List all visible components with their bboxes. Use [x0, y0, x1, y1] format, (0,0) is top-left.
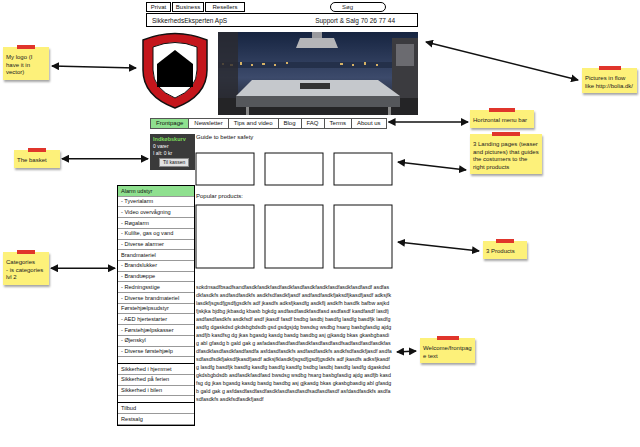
category-item: - Røgalarm [118, 218, 194, 229]
logo-shield [143, 34, 207, 109]
node-text: 0 varer [153, 143, 192, 150]
category-item: - Diverse brandmateriel [118, 293, 194, 304]
category-item: Sikkerhed på ferien [118, 375, 194, 386]
category-item: - AED hjertestarter [118, 314, 194, 325]
category-item: Sikkerhed i bilen [118, 386, 194, 397]
node-text: Pictures in flow like http://bolia.dk/ [585, 75, 634, 90]
nav-tab: Resellers [205, 2, 245, 12]
nav-tab: Privat [146, 2, 171, 12]
sticky-note: 3 Landing pages (teaser and pictures) th… [470, 134, 542, 174]
sticky-note: Welcome/frontpage text [420, 338, 475, 363]
category-item: Sikkerhed i hjemmet [118, 363, 194, 375]
basket-box: Indkøbskurv0 varerI alt: 0 kr Til kassen [150, 134, 195, 170]
sticky-note: Horizontal menu bar [470, 110, 534, 128]
section-heading: Guide to better safety [196, 133, 396, 141]
category-item: - Øjenskyl [118, 336, 194, 347]
sticky-note: Pictures in flow like http://bolia.dk/ [582, 68, 637, 93]
connector-arrow [51, 268, 115, 269]
node-text: Categories [6, 259, 46, 267]
menu-item: Tips and video [229, 119, 279, 128]
category-item: - Video overvågning [118, 207, 194, 218]
node-text: The basket [17, 157, 57, 165]
node-text: Welcome/frontpage text [423, 345, 472, 360]
category-item: - Brandslukker [118, 261, 194, 272]
nav-tab: Business [172, 2, 204, 12]
sticky-note: 3 Products [483, 241, 527, 259]
menu-bar: FrontpageNewsletterTips and videoBlogFAQ… [150, 118, 387, 129]
sticky-note: My logo (I have it in vector) [3, 47, 49, 80]
category-item: - Kulilte, gas og vand [118, 229, 194, 240]
category-item: Restsalg [118, 414, 194, 425]
checkout-button: Til kassen [159, 158, 189, 167]
section-heading: Popular products: [196, 192, 396, 200]
header-bar: SikkerhedsEksperten ApS Support & Salg 70… [146, 13, 418, 27]
category-item: - Diverse alarmer [118, 240, 194, 251]
node-text: My logo (I have it in vector) [6, 54, 46, 77]
connector-arrow [389, 121, 468, 122]
category-item: - Brandtæppe [118, 272, 194, 283]
landing-boxes [196, 153, 392, 185]
kitchen-photo [218, 32, 418, 115]
welcome-text: sokdnsadfbsadfsandfasdkfasdkfasdfasdkfas… [196, 283, 392, 403]
node-text: I alt: 0 kr [153, 150, 192, 157]
category-item: Alarm udstyr [118, 186, 194, 197]
node-text: Resellers [206, 3, 244, 11]
connector-arrow [62, 158, 148, 159]
node-text: Privat [147, 3, 170, 11]
node-text: Indkøbskurv [153, 136, 192, 143]
sticky-note: Categories- is categories lvl 2 [3, 252, 49, 285]
menu-item: Terms [325, 119, 352, 128]
node-text: - is categories lvl 2 [6, 267, 46, 282]
node-text: Business [173, 3, 203, 11]
menu-item: Frontpage [151, 119, 189, 128]
menu-item: Newsletter [189, 119, 228, 128]
node-text: Søg [342, 3, 385, 11]
node-text: Til kassen [163, 159, 185, 166]
category-item: Førstehjælpsudstyr [118, 304, 194, 315]
menu-item: Blog [279, 119, 302, 128]
category-item: - Tyverialarm [118, 197, 194, 208]
category-item: - Diverse førstehjælp [118, 347, 194, 358]
node-text: SikkerhedsEksperten ApS [152, 17, 227, 24]
node-text: 3 Landing pages (teaser and pictures) th… [473, 141, 539, 171]
category-menu: Alarm udstyr- Tyverialarm- Video overvåg… [117, 185, 195, 426]
category-item: - Redningsstige [118, 282, 194, 293]
product-boxes [196, 205, 392, 268]
node-text: 3 Products [486, 248, 524, 256]
sticky-note: The basket [14, 150, 60, 168]
category-item: Tilbud [118, 402, 194, 414]
node-text: Support & Salg 70 26 77 44 [315, 17, 395, 24]
menu-item: About us [352, 119, 386, 128]
menu-item: FAQ [302, 119, 325, 128]
search-box: Søg [330, 2, 386, 12]
category-item: - Førstehjælpskasser [118, 325, 194, 336]
category-item: Brandmateriel [118, 250, 194, 261]
node-text: Horizontal menu bar [473, 117, 531, 125]
